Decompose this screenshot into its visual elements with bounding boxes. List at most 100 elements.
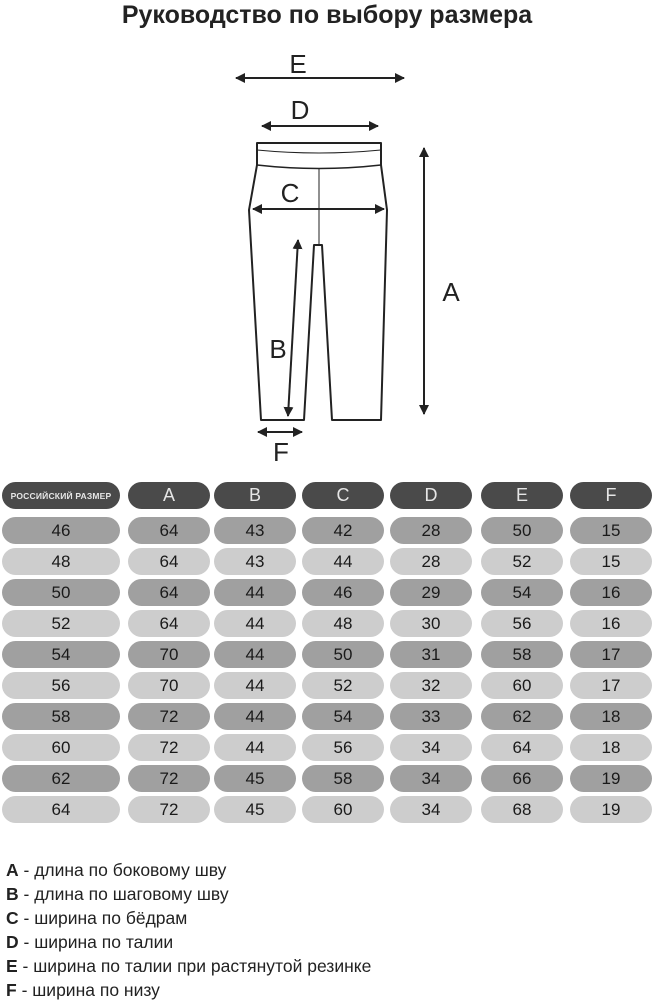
table-cell: 43: [214, 517, 296, 544]
table-cell: 32: [390, 672, 472, 699]
table-cell: 52: [481, 548, 563, 575]
table-cell: 48: [2, 548, 120, 575]
table-cell: 68: [481, 796, 563, 823]
table-cell: 31: [390, 641, 472, 668]
label-b: B: [269, 334, 286, 364]
table-cell: 44: [302, 548, 384, 575]
table-cell: 16: [570, 610, 652, 637]
legend-text: - длина по боковому шву: [18, 860, 227, 880]
page-title: Руководство по выбору размера: [121, 1, 533, 29]
table-cell: 62: [481, 703, 563, 730]
table-cell: 44: [214, 579, 296, 606]
legend-item: F - ширина по низу: [6, 978, 646, 1002]
table-cell: 15: [570, 517, 652, 544]
table-cell: 18: [570, 703, 652, 730]
table-cell: 50: [2, 579, 120, 606]
table-cell: 44: [214, 672, 296, 699]
table-cell: 16: [570, 579, 652, 606]
table-cell: 33: [390, 703, 472, 730]
label-d: D: [291, 95, 310, 125]
label-e: E: [289, 49, 306, 79]
legend-key: B: [6, 884, 19, 904]
table-cell: 54: [481, 579, 563, 606]
table-cell: 64: [128, 517, 210, 544]
legend-text: - ширина по талии: [18, 932, 174, 952]
table-cell: 58: [481, 641, 563, 668]
table-cell: 56: [302, 734, 384, 761]
table-cell: 62: [2, 765, 120, 792]
legend-key: D: [6, 932, 19, 952]
label-f: F: [273, 437, 289, 467]
table-cell: 60: [481, 672, 563, 699]
table-cell: 72: [128, 703, 210, 730]
table-cell: 56: [2, 672, 120, 699]
table-cell: 48: [302, 610, 384, 637]
legend-key: A: [6, 860, 19, 880]
table-cell: 66: [481, 765, 563, 792]
table-cell: 52: [2, 610, 120, 637]
table-cell: 56: [481, 610, 563, 637]
table-cell: 30: [390, 610, 472, 637]
table-cell: 58: [302, 765, 384, 792]
legend-key: E: [6, 956, 18, 976]
header-col-e: E: [481, 482, 563, 509]
header-col-a: A: [128, 482, 210, 509]
header-russian-size: РОССИЙСКИЙ РАЗМЕР: [2, 482, 120, 509]
table-cell: 64: [481, 734, 563, 761]
legend-item: B - длина по шаговому шву: [6, 882, 646, 906]
legend-key: C: [6, 908, 19, 928]
table-cell: 44: [214, 734, 296, 761]
table-cell: 64: [128, 548, 210, 575]
legend-item: D - ширина по талии: [6, 930, 646, 954]
table-cell: 34: [390, 796, 472, 823]
table-cell: 18: [570, 734, 652, 761]
legend-item: E - ширина по талии при растянутой резин…: [6, 954, 646, 978]
table-cell: 64: [128, 579, 210, 606]
table-cell: 42: [302, 517, 384, 544]
table-cell: 60: [2, 734, 120, 761]
table-cell: 34: [390, 765, 472, 792]
table-cell: 64: [2, 796, 120, 823]
table-cell: 45: [214, 765, 296, 792]
table-cell: 54: [302, 703, 384, 730]
legend-text: - длина по шаговому шву: [18, 884, 229, 904]
table-cell: 45: [214, 796, 296, 823]
table-cell: 64: [128, 610, 210, 637]
table-cell: 44: [214, 641, 296, 668]
table-cell: 46: [2, 517, 120, 544]
table-cell: 19: [570, 796, 652, 823]
header-col-d: D: [390, 482, 472, 509]
legend-item: C - ширина по бёдрам: [6, 906, 646, 930]
table-cell: 19: [570, 765, 652, 792]
table-cell: 60: [302, 796, 384, 823]
table-cell: 72: [128, 765, 210, 792]
legend-text: - ширина по низу: [16, 980, 160, 1000]
table-cell: 52: [302, 672, 384, 699]
label-c: C: [281, 178, 300, 208]
legend-text: - ширина по талии при растянутой резинке: [17, 956, 372, 976]
table-cell: 50: [302, 641, 384, 668]
table-cell: 29: [390, 579, 472, 606]
legend-key: F: [6, 980, 17, 1000]
arrow-b: [283, 239, 303, 417]
legend-text: - ширина по бёдрам: [18, 908, 188, 928]
label-a: A: [442, 277, 460, 307]
table-cell: 70: [128, 672, 210, 699]
table-cell: 72: [128, 734, 210, 761]
table-cell: 54: [2, 641, 120, 668]
table-cell: 58: [2, 703, 120, 730]
legend-item: A - длина по боковому шву: [6, 858, 646, 882]
table-cell: 28: [390, 548, 472, 575]
header-col-b: B: [214, 482, 296, 509]
header-col-f: F: [570, 482, 652, 509]
table-cell: 34: [390, 734, 472, 761]
table-cell: 72: [128, 796, 210, 823]
header-col-c: C: [302, 482, 384, 509]
table-cell: 70: [128, 641, 210, 668]
table-cell: 15: [570, 548, 652, 575]
table-cell: 44: [214, 703, 296, 730]
table-cell: 50: [481, 517, 563, 544]
table-cell: 44: [214, 610, 296, 637]
pants-measurement-diagram: E D C A B F: [235, 49, 460, 467]
